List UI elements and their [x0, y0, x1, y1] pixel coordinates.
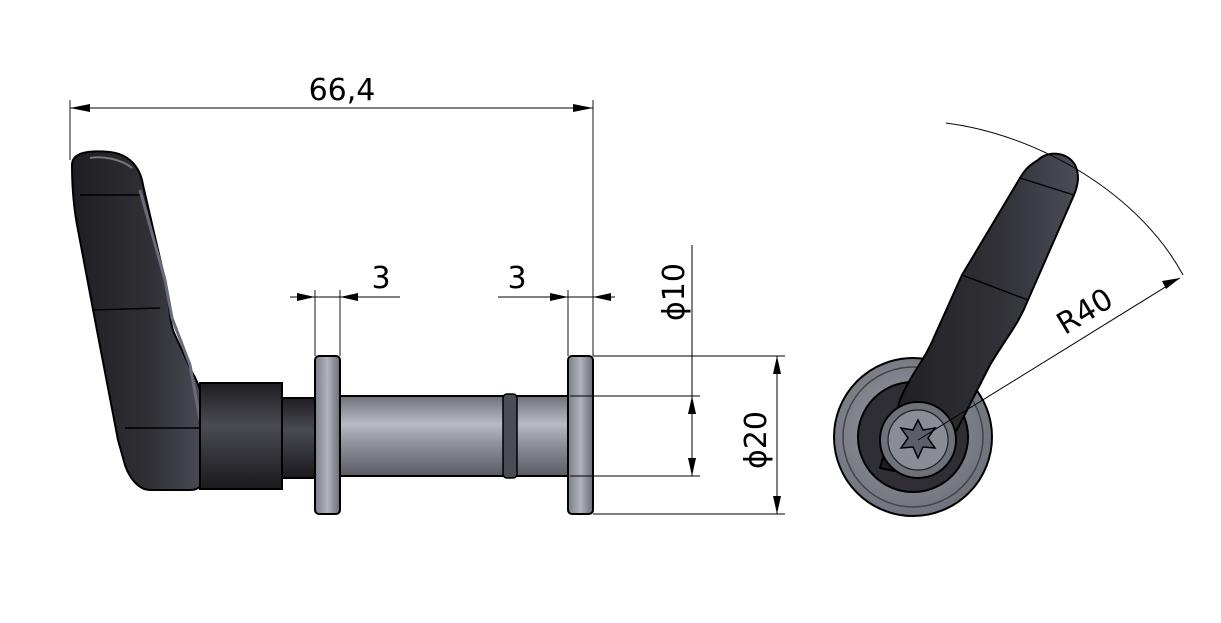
side-view — [70, 150, 594, 515]
right-washer-label: 3 — [507, 261, 526, 296]
end-view — [833, 152, 1079, 517]
lever-side — [70, 150, 205, 491]
right-washer — [567, 355, 594, 515]
dimension-right-washer: 3 — [498, 261, 615, 356]
hub-neck — [281, 397, 317, 479]
torx-icon — [899, 418, 937, 460]
left-washer-label: 3 — [371, 261, 390, 296]
dimension-left-washer: 3 — [290, 261, 400, 356]
dimension-shaft-diameter: ϕ10 — [570, 245, 700, 477]
washer-diameter-label: ϕ20 — [739, 411, 774, 469]
lever-radius-label: R40 — [1051, 282, 1120, 342]
shaft-groove — [502, 393, 518, 479]
overall-length-label: 66,4 — [309, 73, 376, 108]
shaft-diameter-label: ϕ10 — [657, 263, 692, 321]
hub — [199, 382, 283, 490]
lever-end — [878, 152, 1079, 477]
dimension-washer-diameter: ϕ20 — [593, 355, 785, 515]
shaft — [339, 395, 571, 477]
left-washer — [314, 355, 341, 515]
dimension-overall-length: 66,4 — [69, 73, 594, 356]
